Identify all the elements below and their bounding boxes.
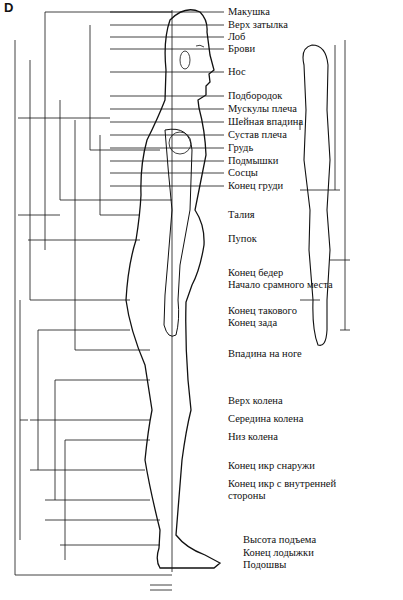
body-landmark-label: Впадина на ноге (228, 348, 302, 360)
body-landmark-label: Конец бедер (228, 267, 283, 279)
body-landmark-label: Конец лодыжки (243, 547, 314, 559)
body-landmark-label: Шейная впадина (228, 116, 303, 128)
body-landmark-label: Брови (228, 43, 255, 55)
body-landmark-label: Конец икр снаружи (228, 460, 315, 472)
body-landmark-label: Начало срамного места (228, 279, 333, 291)
figure-letter: D (4, 2, 13, 14)
body-landmark-label: Грудь (228, 142, 253, 154)
body-landmark-label: Верх колена (228, 395, 283, 407)
body-landmark-label: Пупок (228, 233, 257, 245)
body-landmark-label: Нос (228, 66, 246, 78)
body-landmark-label: Подмышки (228, 155, 278, 167)
body-landmark-label: Макушка (228, 6, 270, 18)
body-landmark-label: Верх затылка (228, 19, 288, 31)
body-landmark-label: Конец зада (228, 317, 277, 329)
body-landmark-label: Лоб (228, 31, 245, 43)
body-landmark-label: Сустав плеча (228, 129, 287, 141)
body-landmark-label: Конец икр с внутренней стороны (228, 478, 358, 502)
body-landmark-label: Мускулы плеча (228, 103, 297, 115)
body-landmark-label: Высота подъема (243, 534, 316, 546)
body-landmark-label: Подбородок (228, 90, 282, 102)
body-landmark-label: Сосцы (228, 167, 258, 179)
body-landmark-label: Середина колена (228, 413, 303, 425)
body-landmark-label: Низ колена (228, 431, 278, 443)
body-landmark-label: Талия (228, 209, 255, 221)
body-landmark-label: Конец груди (228, 180, 283, 192)
body-landmark-label: Подошвы (243, 559, 286, 571)
body-landmark-label: Конец такового (228, 305, 297, 317)
